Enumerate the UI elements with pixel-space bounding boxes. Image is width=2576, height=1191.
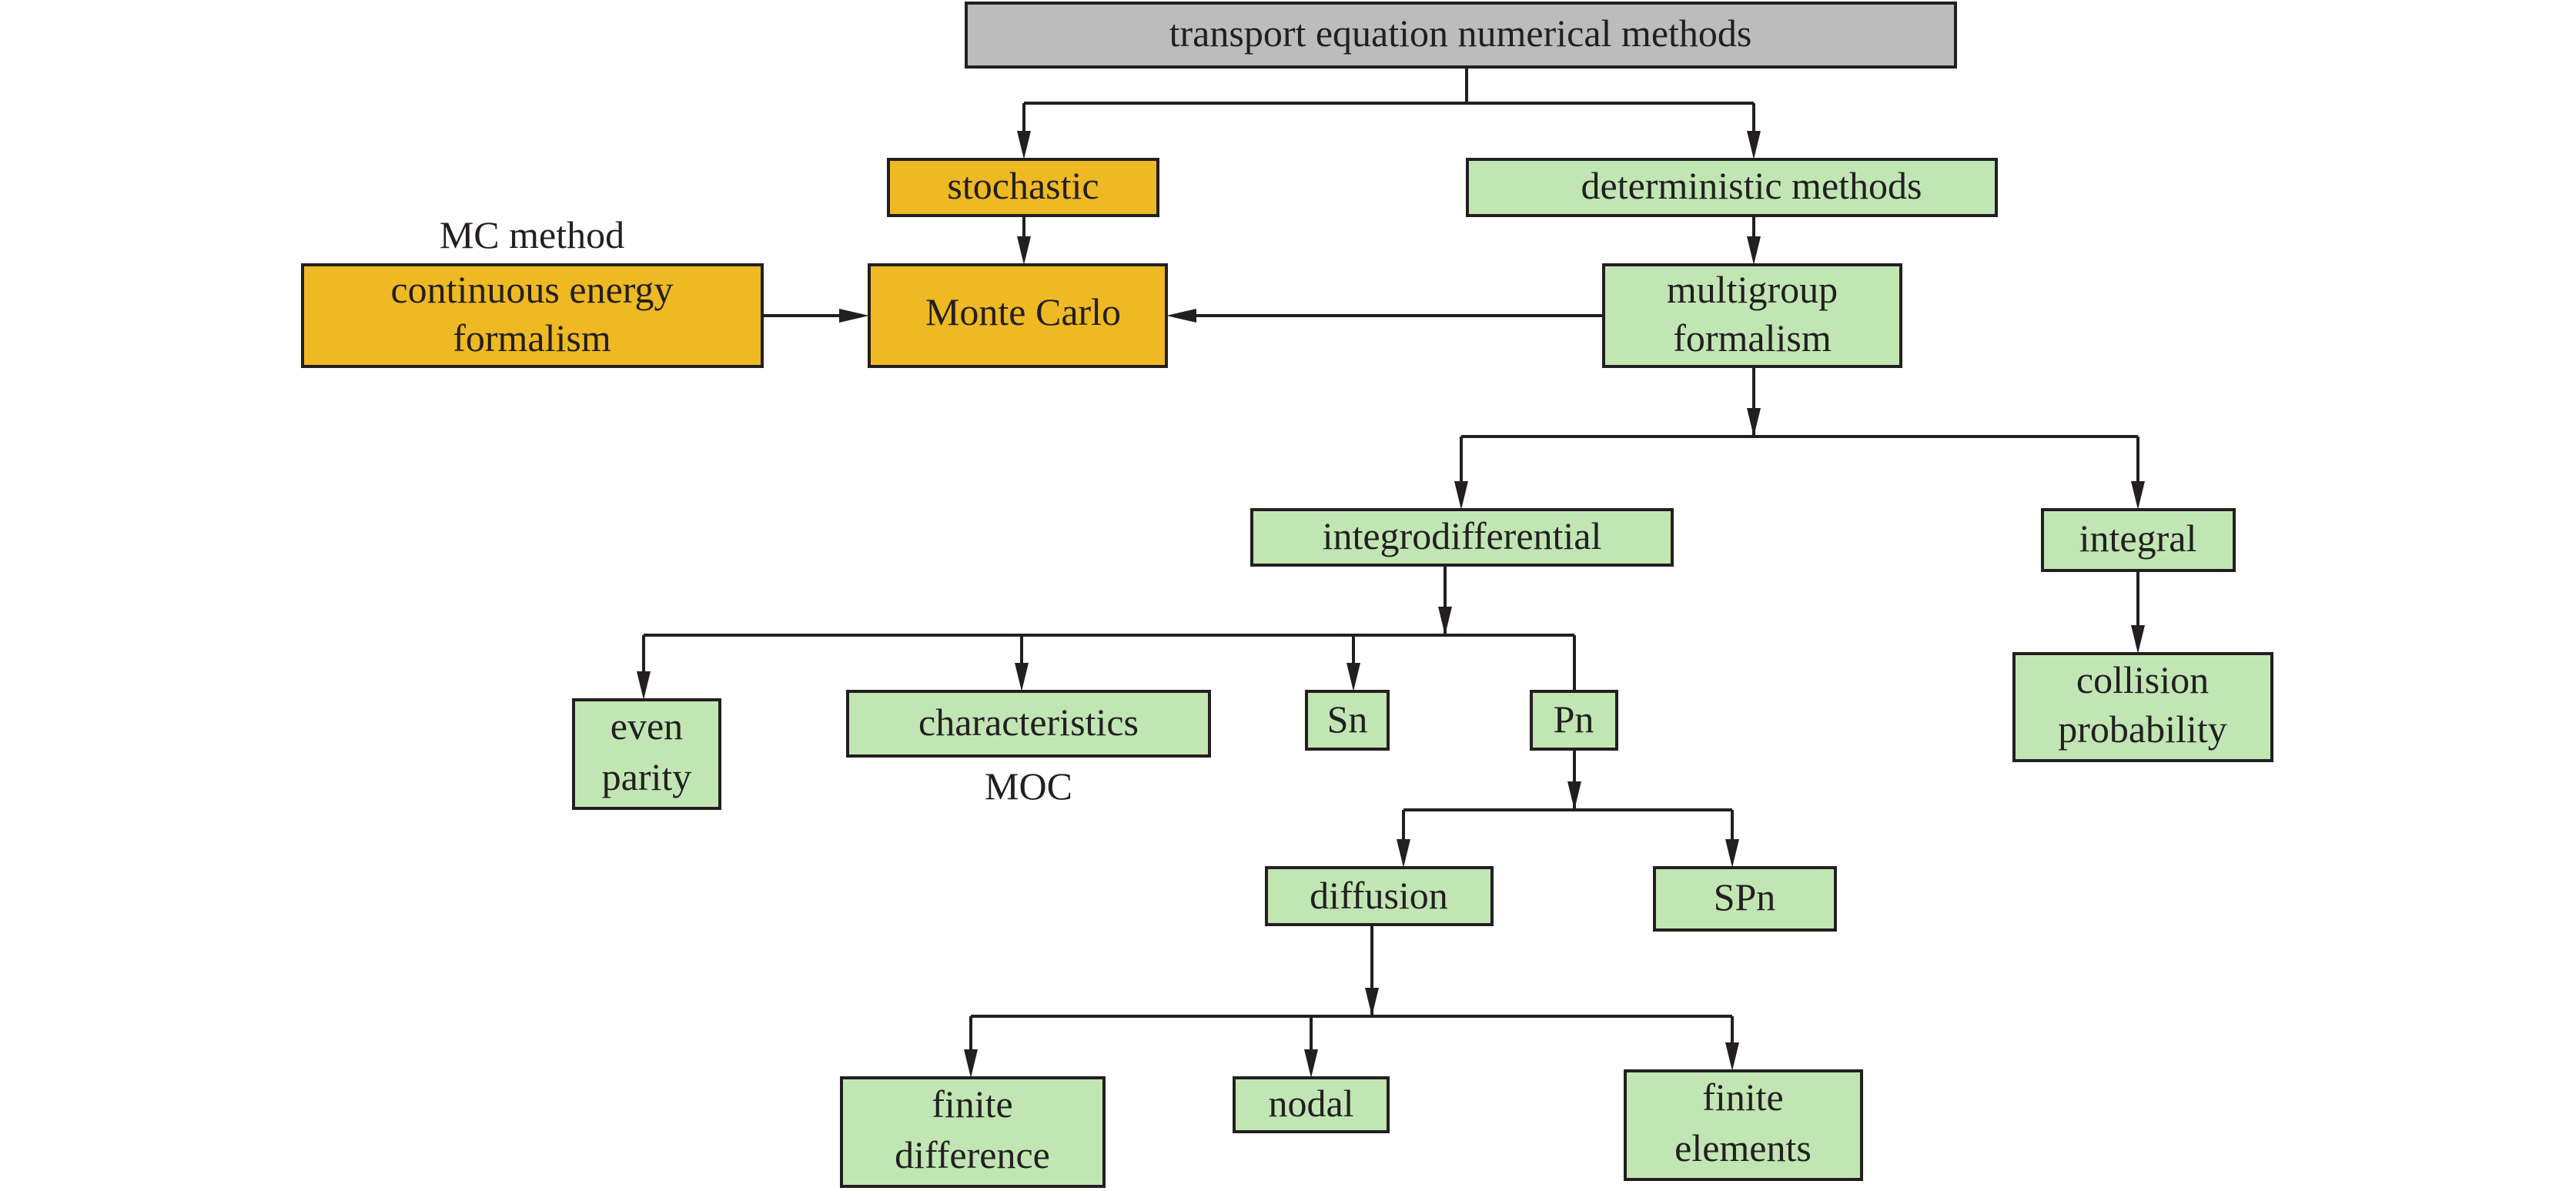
node-evenparity: even parity (572, 698, 721, 810)
arrowhead-integrodifferential (1454, 481, 1468, 510)
arrowhead-stochastic (1017, 131, 1031, 159)
node-multigroup-label-2: formalism (1673, 316, 1832, 360)
edge-root-split (1022, 67, 1755, 150)
node-integrodifferential: integrodifferential (1250, 508, 1674, 567)
arrowhead-finitedifference (964, 1049, 978, 1078)
arrowhead-finiteelements (1725, 1042, 1739, 1071)
node-continuous-label-1: continuous energy (390, 268, 673, 311)
arrowhead-sn (1347, 663, 1360, 691)
node-root-label: transport equation numerical methods (1169, 12, 1752, 55)
node-montecarlo: Monte Carlo (868, 263, 1168, 368)
node-finiteelements: finite elements (1624, 1069, 1863, 1181)
arrowhead-montecarlo-right (1166, 309, 1196, 323)
edge-pn-split (1402, 749, 1734, 858)
annotation-moc: MOC (985, 764, 1072, 808)
node-spn-label: SPn (1714, 875, 1776, 918)
node-pn: Pn (1530, 690, 1618, 751)
edge-diffusion-split (969, 925, 1734, 1069)
node-deterministic-label: deterministic methods (1581, 164, 1922, 207)
node-characteristics: characteristics (846, 690, 1211, 758)
arrowhead-montecarlo-left (839, 309, 869, 323)
node-stochastic: stochastic (887, 158, 1159, 217)
arrowhead-montecarlo-top (1017, 236, 1031, 265)
node-root: transport equation numerical methods (965, 2, 1957, 69)
connectors (637, 67, 2145, 1078)
node-nodal-label: nodal (1268, 1082, 1353, 1125)
node-characteristics-label: characteristics (918, 701, 1139, 744)
node-integrodifferential-label: integrodifferential (1323, 514, 1602, 557)
node-finiteelements-label-2: elements (1674, 1126, 1812, 1169)
node-spn: SPn (1653, 866, 1837, 932)
arrowhead-pn-down (1567, 781, 1581, 810)
edge-integrodifferential-split (642, 565, 1576, 691)
node-finiteelements-label-1: finite (1702, 1076, 1784, 1119)
node-collision: collision probability (2012, 652, 2273, 762)
node-montecarlo-label: Monte Carlo (925, 290, 1121, 333)
node-collision-label-2: probability (2058, 708, 2226, 751)
arrowhead-spn (1725, 839, 1739, 868)
node-finitedifference-label-1: finite (932, 1082, 1013, 1126)
node-sn-label: Sn (1327, 698, 1368, 741)
node-diffusion-label: diffusion (1310, 874, 1448, 917)
node-collision-label-1: collision (2076, 658, 2209, 701)
arrowhead-multigroup-down (1747, 408, 1761, 437)
node-integral: integral (2041, 508, 2236, 572)
arrowhead-integro-down (1438, 607, 1452, 635)
arrowhead-multigroup (1747, 236, 1761, 265)
arrowhead-collision (2131, 625, 2145, 654)
arrowhead-evenparity (637, 671, 651, 700)
node-evenparity-label-2: parity (602, 755, 692, 798)
arrowhead-integral (2131, 481, 2145, 510)
node-deterministic: deterministic methods (1466, 158, 1998, 217)
node-multigroup-label-1: multigroup (1667, 268, 1838, 311)
node-pn-label: Pn (1554, 698, 1594, 741)
annotation-mc-method: MC method (440, 213, 624, 256)
node-finitedifference-label-2: difference (895, 1133, 1050, 1176)
arrowhead-nodal (1304, 1049, 1318, 1078)
node-integral-label: integral (2079, 517, 2197, 560)
arrowhead-diffusion-down (1365, 988, 1379, 1016)
node-finitedifference: finite difference (840, 1076, 1106, 1188)
node-nodal: nodal (1233, 1076, 1390, 1133)
node-multigroup: multigroup formalism (1602, 263, 1902, 368)
node-stochastic-label: stochastic (947, 164, 1099, 207)
arrowhead-characteristics (1015, 663, 1029, 691)
node-evenparity-label-1: even (611, 704, 683, 748)
arrowhead-diffusion (1397, 839, 1410, 868)
node-continuous: continuous energy formalism (301, 263, 764, 368)
arrowhead-deterministic (1747, 131, 1761, 159)
edge-multigroup-split (1460, 366, 2139, 500)
node-sn: Sn (1305, 690, 1390, 751)
node-diffusion: diffusion (1265, 866, 1494, 926)
node-continuous-label-2: formalism (453, 316, 611, 360)
